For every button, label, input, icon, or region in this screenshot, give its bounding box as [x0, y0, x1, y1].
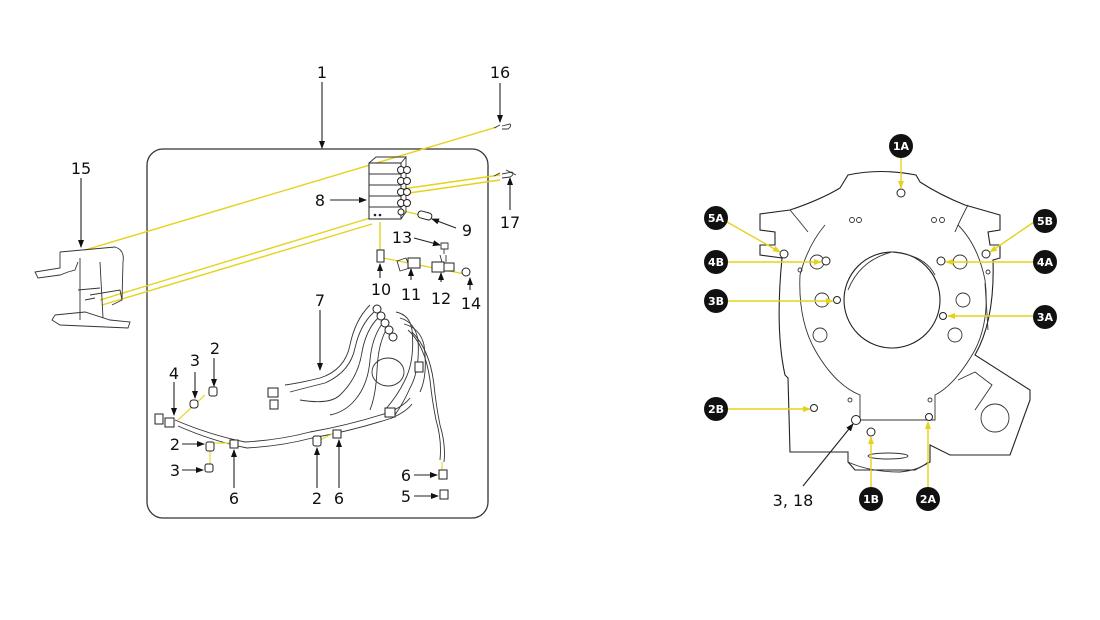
right-housing-view: 1A 5A 5B 4B 4A 3B 3A 2B 1B 2A 3, 18	[704, 134, 1057, 511]
badge-1A: 1A	[889, 134, 913, 158]
badge-2A: 2A	[916, 487, 940, 511]
callout-4: 4	[169, 364, 179, 383]
callout-2-top: 2	[210, 339, 220, 358]
callout-7: 7	[315, 291, 325, 310]
svg-text:2B: 2B	[708, 403, 724, 416]
badge-4A: 4A	[1033, 250, 1057, 274]
callout-3-top: 3	[190, 351, 200, 370]
callout-17: 17	[500, 213, 520, 232]
callout-6-right: 6	[401, 466, 411, 485]
kit-boundary-box	[146, 148, 489, 519]
badge-2B: 2B	[704, 397, 728, 421]
svg-text:3B: 3B	[708, 295, 724, 308]
engine-housing	[759, 170, 1031, 473]
svg-text:5A: 5A	[708, 212, 725, 225]
callout-14: 14	[461, 294, 481, 313]
callout-12: 12	[431, 289, 451, 308]
callout-11: 11	[401, 285, 421, 304]
badge-4B: 4B	[704, 250, 728, 274]
svg-text:1A: 1A	[893, 140, 910, 153]
callout-6-mid: 6	[334, 489, 344, 508]
svg-text:2A: 2A	[920, 493, 937, 506]
callout-6-left: 6	[229, 489, 239, 508]
callout-3-18: 3, 18	[773, 491, 814, 510]
hose-assembly	[154, 304, 445, 463]
svg-text:1B: 1B	[863, 493, 879, 506]
callout-16: 16	[490, 63, 510, 82]
callout-2-left: 2	[170, 435, 180, 454]
mounting-bracket	[34, 246, 131, 329]
svg-text:4B: 4B	[708, 256, 724, 269]
fitting-9	[417, 210, 433, 221]
badge-1B: 1B	[859, 487, 883, 511]
badge-5B: 5B	[1033, 209, 1057, 233]
callout-1: 1	[317, 63, 327, 82]
distributor-block	[368, 156, 411, 220]
callout-13: 13	[392, 228, 412, 247]
callout-8: 8	[315, 191, 325, 210]
left-exploded-view: 1 16 15 8 9 17 13 10 11 12 14 7 4 3 2 2 …	[34, 63, 520, 519]
callout-5: 5	[401, 487, 411, 506]
callout-3-left: 3	[170, 461, 180, 480]
svg-text:3A: 3A	[1037, 311, 1054, 324]
callout-10: 10	[371, 280, 391, 299]
badge-5A: 5A	[704, 206, 728, 230]
callout-9: 9	[462, 221, 472, 240]
svg-text:4A: 4A	[1037, 256, 1054, 269]
svg-text:5B: 5B	[1037, 215, 1053, 228]
callout-2-mid: 2	[312, 489, 322, 508]
badge-3A: 3A	[1033, 305, 1057, 329]
badge-3B: 3B	[704, 289, 728, 313]
callout-15: 15	[71, 159, 91, 178]
